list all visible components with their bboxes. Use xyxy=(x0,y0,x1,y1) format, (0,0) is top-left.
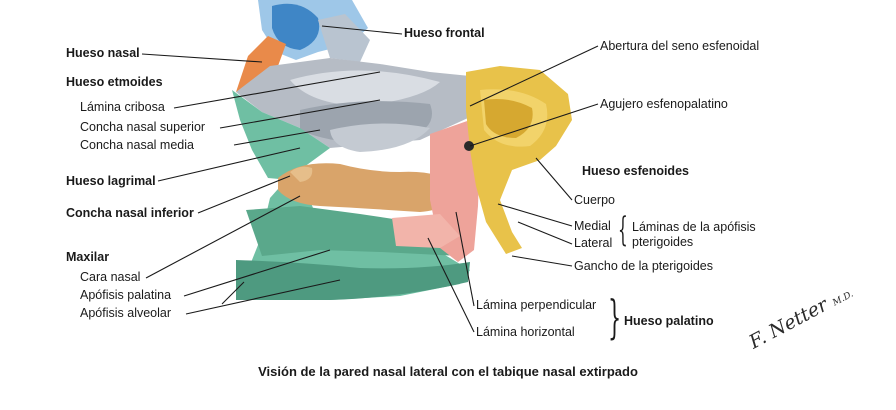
label-concha-nasal-inferior: Concha nasal inferior xyxy=(66,206,194,220)
figure-caption: Visión de la pared nasal lateral con el … xyxy=(258,364,638,379)
label-hueso-nasal: Hueso nasal xyxy=(66,46,140,60)
sphenoid-bone xyxy=(464,66,572,254)
ethmoid-bone xyxy=(236,58,470,152)
label-abertura-seno-esfenoidal: Abertura del seno esfenoidal xyxy=(600,39,760,53)
leader-lines xyxy=(141,25,599,333)
brace-laminas: { xyxy=(618,210,628,250)
label-medial: Medial xyxy=(574,219,611,233)
label-lamina-perpendicular: Lámina perpendicular xyxy=(476,298,597,312)
label-laminas-apofisis-1: Láminas de la apófisis xyxy=(632,220,756,234)
label-laminas-apofisis-2: pterigoides xyxy=(632,235,694,249)
label-agujero-esfenopalatino: Agujero esfenopalatino xyxy=(600,97,728,111)
label-hueso-frontal: Hueso frontal xyxy=(404,26,485,40)
label-lateral: Lateral xyxy=(574,236,613,250)
label-lamina-horizontal: Lámina horizontal xyxy=(476,325,575,339)
label-gancho-pterigoides: Gancho de la pterigoides xyxy=(574,259,713,273)
label-apofisis-alveolar: Apófisis alveolar xyxy=(80,306,172,320)
brace-hueso-palatino: } xyxy=(608,290,622,344)
nasal-bone xyxy=(236,36,286,92)
label-hueso-palatino: Hueso palatino xyxy=(624,314,714,328)
label-apofisis-palatina: Apófisis palatina xyxy=(80,288,172,302)
label-hueso-esfenoides: Hueso esfenoides xyxy=(582,164,689,178)
label-concha-nasal-media: Concha nasal media xyxy=(80,138,194,152)
label-concha-nasal-superior: Concha nasal superior xyxy=(80,120,206,134)
lacrimal-bone xyxy=(278,163,456,212)
label-cuerpo: Cuerpo xyxy=(574,193,615,207)
label-maxilar: Maxilar xyxy=(66,250,110,264)
label-cara-nasal: Cara nasal xyxy=(80,270,141,284)
palatine-bone xyxy=(392,120,480,262)
label-hueso-etmoides: Hueso etmoides xyxy=(66,75,163,89)
label-lamina-cribosa: Lámina cribosa xyxy=(80,100,165,114)
label-hueso-lagrimal: Hueso lagrimal xyxy=(66,174,156,188)
